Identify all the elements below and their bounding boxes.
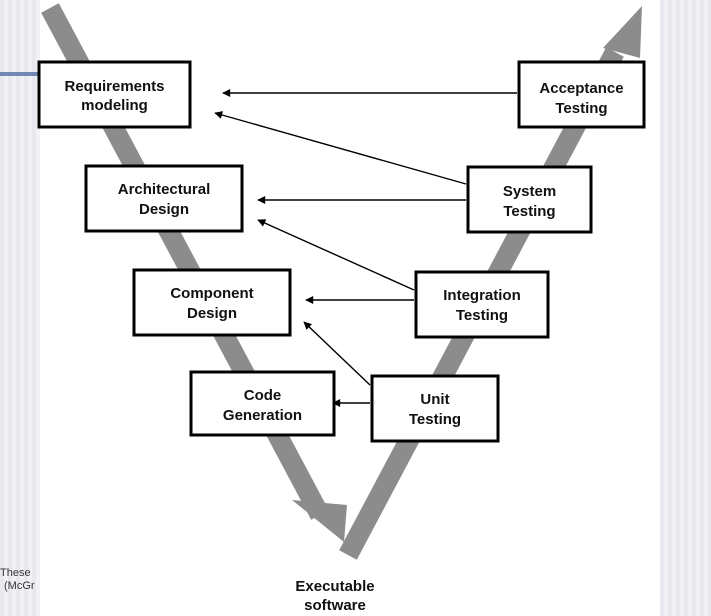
slide-right-margin — [660, 0, 711, 616]
arrow-system-to-requirements — [214, 111, 467, 185]
arrow-unit-to-component — [303, 321, 371, 386]
footer-text-line2: (McGr — [4, 580, 35, 592]
connector-arrows — [214, 89, 517, 407]
executable-software-label: Executable software — [295, 578, 374, 614]
slide-left-margin — [0, 0, 40, 616]
box-unit-testing: Unit Testing — [370, 374, 500, 443]
box-component-line2: Design — [187, 305, 237, 322]
arrow-integration-to-architectural — [257, 219, 415, 291]
box-unit-line2: Testing — [409, 411, 461, 428]
box-code-line1: Code — [244, 387, 282, 404]
box-system-line2: Testing — [503, 203, 555, 220]
box-acceptance-testing: Acceptance Testing — [517, 60, 646, 129]
box-unit-line1: Unit — [420, 391, 449, 408]
box-requirements-line1: Requirements — [64, 78, 164, 95]
box-architectural-design: Architectural Design — [84, 164, 244, 233]
box-component-line1: Component — [170, 285, 253, 302]
box-code-line2: Generation — [223, 407, 302, 424]
box-acceptance-line2: Testing — [555, 100, 607, 117]
box-system-testing: System Testing — [466, 165, 593, 234]
box-requirements-modeling: Requirements modeling — [37, 60, 192, 129]
title-accent-line — [0, 72, 42, 76]
box-code-generation: Code Generation — [189, 370, 336, 437]
box-requirements-line2: modeling — [81, 97, 148, 114]
box-acceptance-line1: Acceptance — [539, 80, 623, 97]
box-system-line1: System — [503, 183, 556, 200]
executable-line2: software — [304, 597, 366, 614]
box-architectural-line2: Design — [139, 201, 189, 218]
box-integration-line2: Testing — [456, 307, 508, 324]
executable-line1: Executable — [295, 578, 374, 595]
box-integration-testing: Integration Testing — [414, 270, 550, 339]
footer-text-line1: These — [0, 567, 31, 579]
box-integration-line1: Integration — [443, 287, 521, 304]
box-component-design: Component Design — [132, 268, 292, 337]
box-architectural-line1: Architectural — [118, 181, 211, 198]
